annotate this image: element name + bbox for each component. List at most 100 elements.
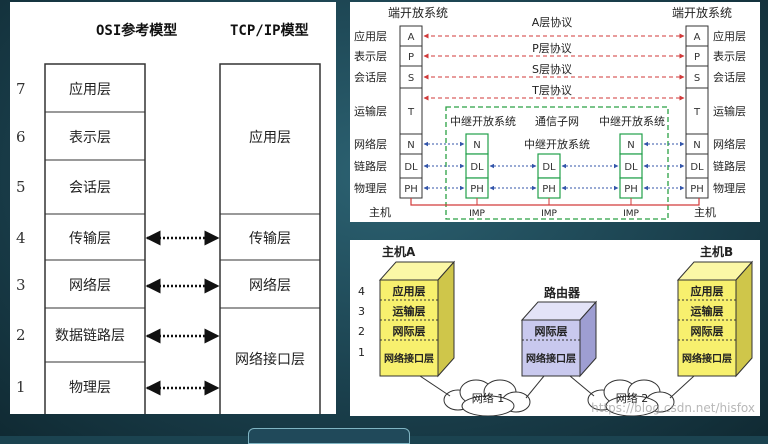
stack-letter: N bbox=[407, 140, 414, 151]
relay-right-stack bbox=[619, 133, 643, 199]
osi-layer-6-label: 表示层 bbox=[69, 130, 111, 146]
host-a-application-label: 应用层 bbox=[393, 284, 426, 298]
layer-number: 1 bbox=[358, 346, 365, 359]
stack-letter: A bbox=[408, 32, 415, 43]
router-title: 路由器 bbox=[544, 285, 581, 300]
stack-letter: P bbox=[694, 52, 700, 63]
open-system-protocol-panel: 端开放系统 端开放系统 A P S T N DL PH A P S T N DL… bbox=[350, 2, 760, 222]
layer-label-right: 物理层 bbox=[713, 181, 746, 195]
osi-layer-2-label: 数据链路层 bbox=[55, 328, 125, 344]
relay-right-title: 中继开放系统 bbox=[599, 114, 665, 128]
router-link-2 bbox=[569, 375, 595, 397]
stack-letter: DL bbox=[624, 162, 638, 173]
relay-middle-title: 中继开放系统 bbox=[524, 137, 590, 151]
router-link-1 bbox=[525, 375, 545, 399]
relay-middle-stack bbox=[537, 153, 561, 199]
stack-letter: P bbox=[408, 52, 414, 63]
stack-letter: N bbox=[693, 140, 700, 151]
stack-letter: DL bbox=[404, 162, 418, 173]
stack-letter: S bbox=[694, 73, 700, 84]
layer-label-right: 运输层 bbox=[713, 104, 746, 118]
end-system-left-title: 端开放系统 bbox=[388, 5, 448, 20]
imp-label: IMP bbox=[623, 209, 639, 219]
osi-layer-number: 5 bbox=[16, 178, 26, 196]
osi-layer-number: 7 bbox=[16, 80, 26, 98]
a-protocol-label: A层协议 bbox=[532, 15, 573, 29]
tcpip-title: TCP/IP模型 bbox=[230, 22, 309, 39]
host-right-label: 主机 bbox=[694, 205, 716, 219]
stack-letter: N bbox=[473, 140, 480, 151]
layer-number: 3 bbox=[358, 305, 365, 318]
layer-label-left: 物理层 bbox=[354, 181, 387, 195]
host-b-application-label: 应用层 bbox=[691, 284, 724, 298]
osi-layer-5-label: 会话层 bbox=[69, 180, 111, 196]
osi-layer-7-label: 应用层 bbox=[69, 81, 111, 98]
stack-letter: T bbox=[693, 107, 701, 118]
stack-letter: PH bbox=[404, 184, 418, 195]
relay-left-title: 中继开放系统 bbox=[450, 114, 516, 128]
stack-letter: DL bbox=[542, 162, 556, 173]
tcpip-transport-label: 传输层 bbox=[249, 231, 291, 247]
layer-label-left: 网络层 bbox=[354, 137, 387, 151]
osi-layer-1-label: 物理层 bbox=[69, 380, 111, 396]
stack-letter: T bbox=[407, 107, 415, 118]
comm-subnet-label: 通信子网 bbox=[535, 115, 579, 128]
stack-letter: DL bbox=[690, 162, 704, 173]
host-b-title: 主机B bbox=[700, 244, 733, 259]
slide-bottom-tab bbox=[248, 428, 410, 444]
layer-label-left: 链路层 bbox=[354, 159, 387, 173]
p-protocol-label: P层协议 bbox=[532, 41, 572, 55]
layer-number: 2 bbox=[358, 325, 365, 338]
osi-layer-number: 2 bbox=[16, 326, 26, 344]
stack-letter: A bbox=[694, 32, 701, 43]
host-b-stack bbox=[676, 260, 754, 378]
host-b-transport-label: 运输层 bbox=[691, 304, 724, 318]
network-1-label: 网络 1 bbox=[472, 391, 505, 405]
osi-layer-number: 4 bbox=[16, 229, 26, 247]
layer-label-left: 会话层 bbox=[354, 71, 387, 84]
router-interface-label: 网络接口层 bbox=[526, 352, 576, 365]
router-stack bbox=[520, 300, 598, 378]
host-b-link bbox=[669, 375, 695, 399]
stack-letter: PH bbox=[690, 184, 704, 195]
left-end-stack bbox=[399, 25, 423, 199]
host-b-internet-label: 网际层 bbox=[691, 324, 724, 338]
osi-title: OSI参考模型 bbox=[96, 22, 177, 39]
osi-tcpip-comparison-panel: OSI参考模型 TCP/IP模型 应用层 表示层 会话层 传输层 网络层 数据链… bbox=[10, 2, 336, 414]
layer-label-left: 应用层 bbox=[354, 29, 387, 43]
stack-letter: N bbox=[627, 140, 634, 151]
tcpip-link-label: 网络接口层 bbox=[235, 351, 305, 368]
watermark-text: https://blog.csdn.net/hisfox bbox=[591, 401, 755, 415]
network-2-label: 网络 2 bbox=[616, 391, 649, 405]
stack-letter: DL bbox=[470, 162, 484, 173]
s-protocol-label: S层协议 bbox=[532, 62, 572, 76]
host-a-transport-label: 运输层 bbox=[393, 304, 426, 318]
network-1-cloud bbox=[443, 379, 531, 416]
layer-label-right: 会话层 bbox=[713, 71, 746, 84]
osi-layer-number: 3 bbox=[16, 276, 26, 294]
host-a-link bbox=[419, 375, 451, 397]
stack-letter: PH bbox=[470, 184, 484, 195]
tcpip-network-label: 网络层 bbox=[249, 278, 291, 294]
relay-left-stack bbox=[465, 133, 489, 199]
network-2-cloud bbox=[587, 379, 675, 416]
layer-number: 4 bbox=[358, 285, 365, 298]
host-a-stack bbox=[378, 260, 456, 378]
host-router-network-panel: 主机A 主机B 路由器 应用层 运输层 网际层 网络接口层 应用层 运输层 网际… bbox=[350, 240, 760, 416]
host-a-title: 主机A bbox=[382, 244, 416, 259]
layer-label-right: 网络层 bbox=[713, 137, 746, 151]
stack-letter: PH bbox=[624, 184, 638, 195]
stack-letter: PH bbox=[542, 184, 556, 195]
layer-label-left: 表示层 bbox=[354, 49, 387, 63]
osi-layer-number: 6 bbox=[16, 128, 26, 146]
t-protocol-label: T层协议 bbox=[531, 83, 572, 97]
host-a-internet-label: 网际层 bbox=[393, 324, 426, 338]
tcpip-application-label: 应用层 bbox=[249, 129, 291, 146]
layer-label-right: 表示层 bbox=[713, 49, 746, 63]
router-internet-label: 网际层 bbox=[535, 324, 568, 338]
host-b-interface-label: 网络接口层 bbox=[682, 352, 732, 365]
osi-layer-number: 1 bbox=[16, 378, 26, 396]
layer-label-left: 运输层 bbox=[354, 104, 387, 118]
tcpip-stack bbox=[219, 63, 321, 414]
stack-letter: S bbox=[408, 73, 414, 84]
